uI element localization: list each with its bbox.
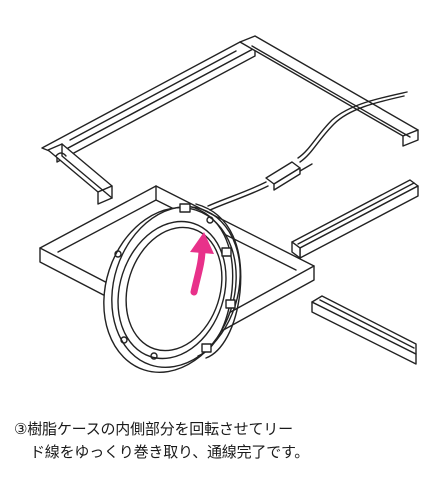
caption-line-1: ③樹脂ケースの内側部分を回転させてリー bbox=[14, 420, 293, 438]
lead-wire bbox=[297, 91, 408, 159]
ceiling-joist-right bbox=[239, 35, 419, 147]
channel-bracket-right-upper bbox=[291, 179, 419, 259]
channel-bracket-left bbox=[47, 143, 113, 205]
instruction-caption: ③樹脂ケースの内側部分を回転させてリー ド線をゆっくり巻き取り、通線完了です。 bbox=[14, 418, 432, 464]
installation-diagram bbox=[39, 35, 419, 374]
channel-bracket-right-lower bbox=[311, 295, 417, 365]
caption-line-2: ド線をゆっくり巻き取り、通線完了です。 bbox=[30, 443, 310, 461]
curved-up-arrow-icon bbox=[190, 232, 214, 296]
wire-connector bbox=[265, 161, 313, 191]
ceiling-joist-upper bbox=[41, 41, 256, 163]
